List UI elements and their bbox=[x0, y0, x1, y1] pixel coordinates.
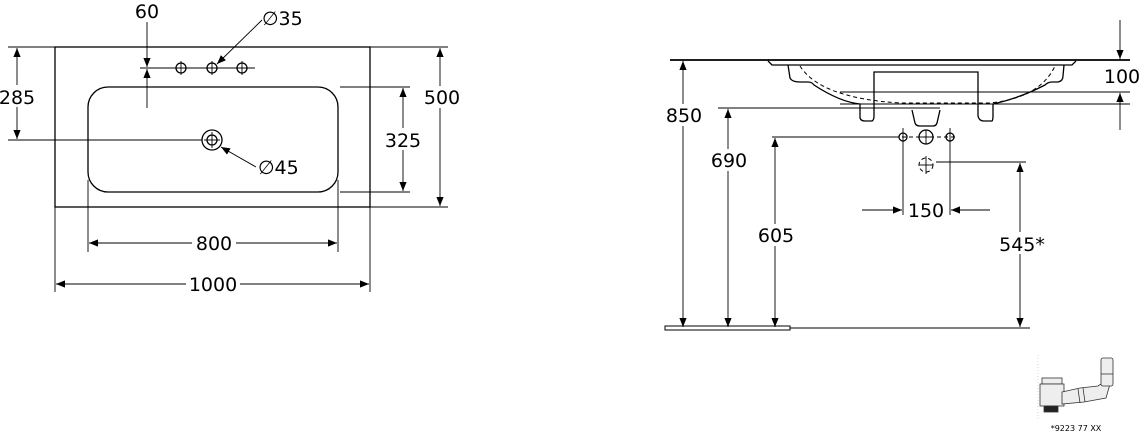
washbasin-profile bbox=[670, 59, 1130, 127]
washbasin-outline bbox=[54, 46, 371, 208]
dim-overall-depth: 500 bbox=[424, 87, 460, 109]
dim-depth-to-drain: 285 bbox=[0, 87, 35, 109]
inset-caption: *9223 77 XX bbox=[1051, 424, 1102, 433]
waste-trap-inset: *9223 77 XX bbox=[1037, 355, 1114, 433]
dim-overall-width: 1000 bbox=[189, 274, 237, 296]
floor-line bbox=[664, 325, 1030, 331]
dim-basin-height: 100 bbox=[1104, 66, 1140, 88]
side-view: 850 100 690 605 545* 150 bbox=[664, 20, 1140, 331]
dim-height-top: 850 bbox=[666, 105, 702, 127]
dim-height-waste: 545* bbox=[999, 234, 1045, 256]
dim-height-bottom: 690 bbox=[711, 150, 747, 172]
basin-bowl-outline bbox=[87, 86, 339, 193]
dim-basin-depth: 325 bbox=[385, 130, 421, 152]
wall-connection-holes bbox=[895, 128, 958, 215]
plan-view: 60 ∅35 285 500 325 ∅45 800 1000 bbox=[0, 1, 462, 296]
dim-hole-spacing: 150 bbox=[908, 200, 944, 222]
drain-hole bbox=[201, 129, 223, 151]
dim-basin-width: 800 bbox=[196, 233, 232, 255]
tap-holes bbox=[140, 61, 255, 75]
dim-tap-offset: 60 bbox=[135, 1, 159, 23]
dim-drain-hole: ∅45 bbox=[258, 157, 299, 179]
waste-trap-icon bbox=[1039, 357, 1114, 413]
dim-height-taps: 605 bbox=[758, 225, 794, 247]
dim-tap-hole: ∅35 bbox=[262, 8, 303, 30]
extension-lines bbox=[8, 46, 448, 292]
